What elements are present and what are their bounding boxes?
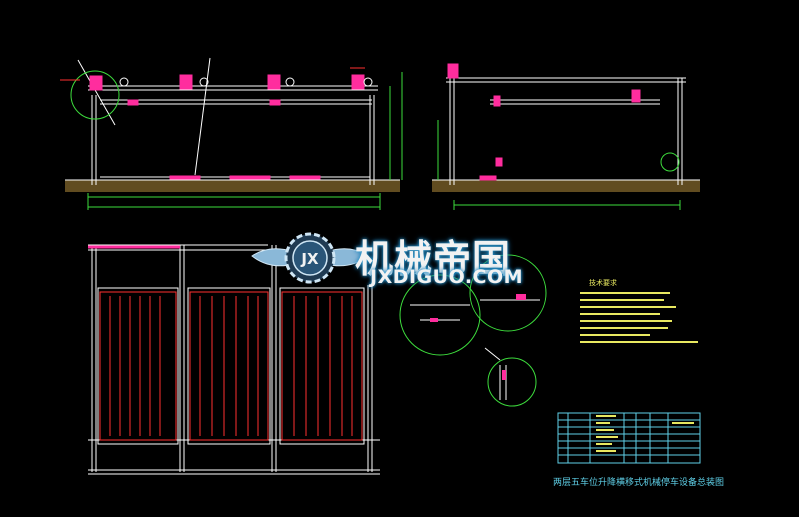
parking-pallets bbox=[99, 291, 363, 441]
detail-highlights bbox=[430, 294, 526, 380]
watermark-url: JXDIGUO.COM bbox=[370, 266, 524, 288]
pallet-frames bbox=[88, 245, 365, 445]
bom-table-text bbox=[596, 415, 694, 452]
side-view-parts bbox=[447, 63, 641, 181]
detail-parts bbox=[410, 299, 540, 400]
drawing-caption: 两层五车位升降横移式机械停车设备总装图 bbox=[553, 478, 725, 488]
front-drive-motors bbox=[89, 74, 365, 180]
watermark-logo-text: 机械帝国 bbox=[355, 237, 512, 281]
bom-table bbox=[557, 412, 701, 464]
gear-emblem-icon: JX bbox=[251, 232, 369, 284]
front-elevation-view bbox=[65, 57, 403, 210]
emblem-letters: JX bbox=[300, 250, 319, 268]
side-elevation-view bbox=[432, 77, 700, 210]
detail-views bbox=[399, 254, 547, 407]
notes-title: 技术要求 bbox=[589, 279, 617, 287]
front-gear-details bbox=[60, 67, 373, 87]
technical-notes-lines bbox=[580, 292, 698, 343]
